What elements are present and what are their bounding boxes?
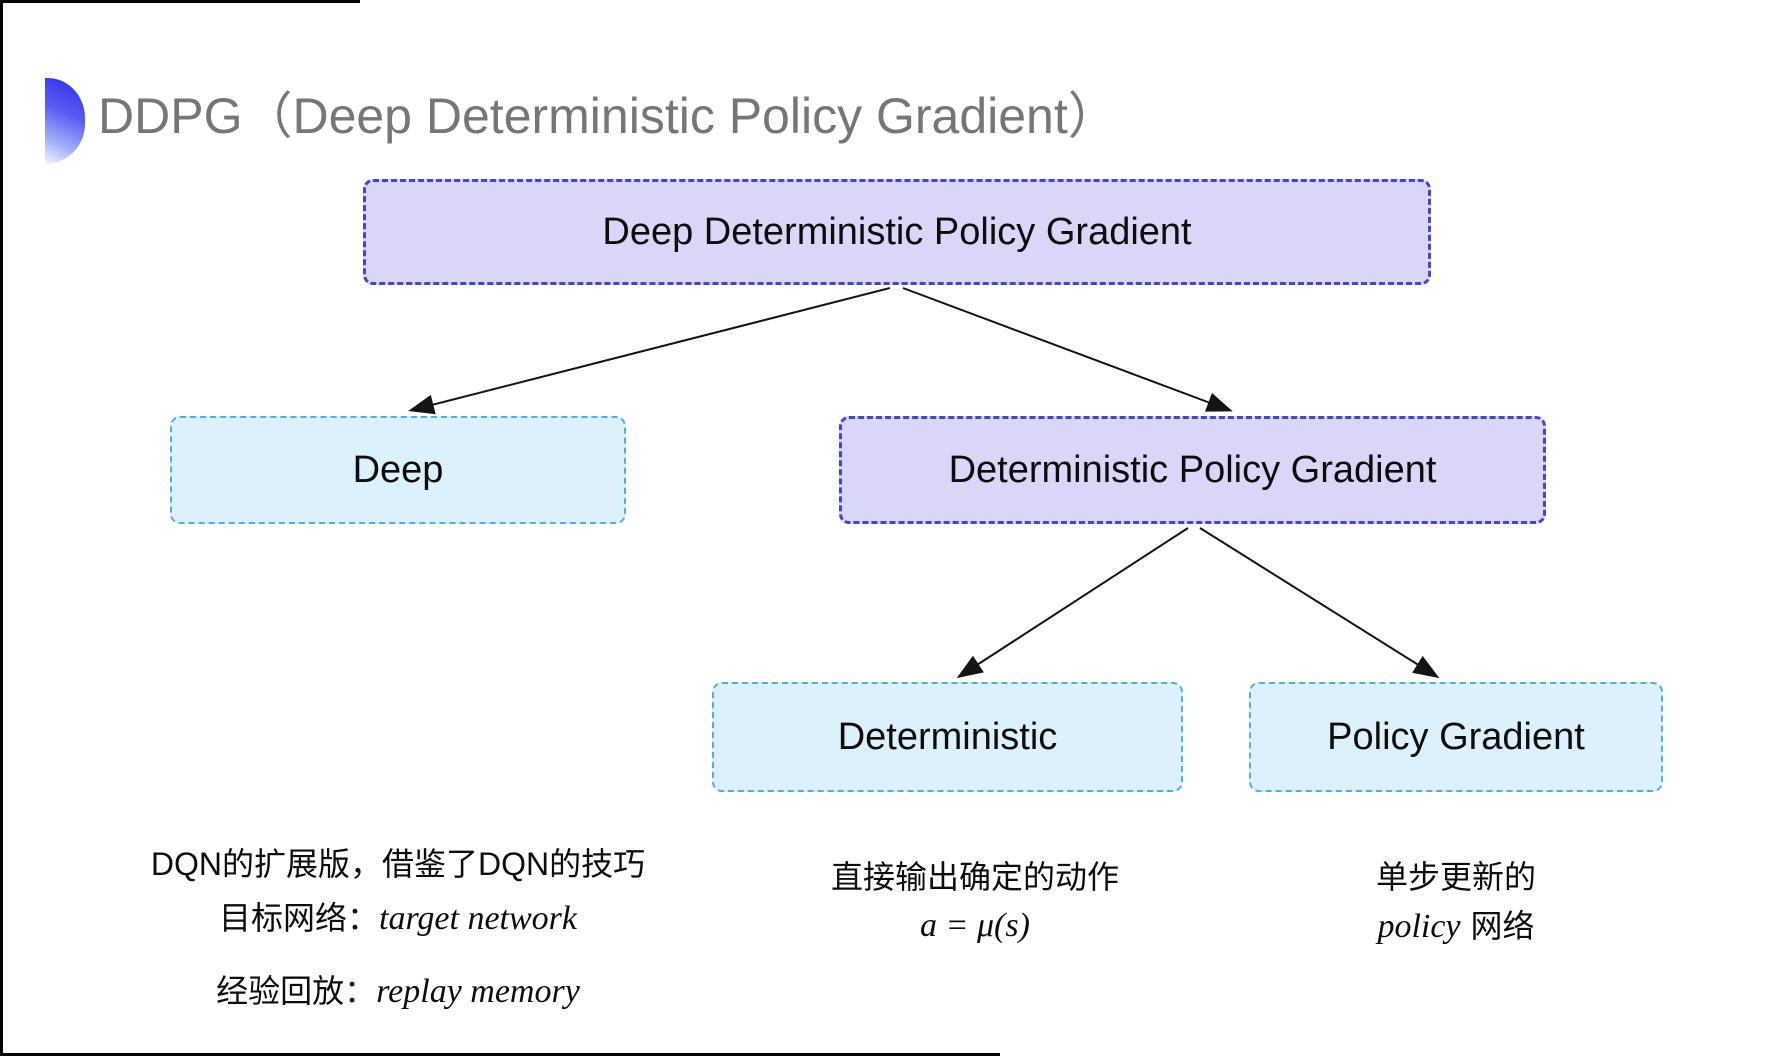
node-deterministic: Deterministic [712,682,1183,792]
notes-deterministic-line1: 直接输出确定的动作 [830,859,1119,895]
arrow-root-to-dpg [902,287,1233,412]
node-deterministic-policy-gradient: Deterministic Policy Gradient [839,416,1546,524]
screen-edge-top [0,0,360,3]
arrow-root-to-deep [408,287,891,415]
node-deterministic-label: Deterministic [837,715,1058,758]
node-deep-label: Deep [352,448,444,491]
node-deep: Deep [170,416,626,524]
arrow-dpg-to-deterministic [956,527,1189,679]
page-title: DDPG（Deep Deterministic Policy Gradient） [98,88,1118,144]
notes-policy-gradient-zh: 网络 [1470,908,1535,944]
notes-deep-row2-zh: 经验回放： [216,973,377,1009]
node-root: Deep Deterministic Policy Gradient [363,179,1431,285]
notes-deep-target-network-row: 目标网络：target network [138,897,658,946]
notes-policy-gradient-en: policy [1377,908,1461,945]
notes-policy-gradient-line1: 单步更新的 [1375,859,1536,895]
node-policy-gradient-label: Policy Gradient [1327,715,1585,758]
node-root-label: Deep Deterministic Policy Gradient [602,210,1192,253]
notes-deterministic-formula: a = μ(s) [920,907,1030,944]
notes-deep-row1-zh: 目标网络： [218,900,379,936]
notes-deep-row1-en: target network [379,900,577,937]
title-bullet-icon [45,78,85,164]
arrow-dpg-to-policy-gradient [1199,527,1440,679]
node-dpg-label: Deterministic Policy Gradient [948,448,1437,491]
screen-edge-left [0,0,3,1056]
notes-deterministic: 直接输出确定的动作 a = μ(s) [755,852,1195,947]
notes-deep-replay-memory-row: 经验回放：replay memory [138,970,658,1019]
notes-deep-row2-en: replay memory [376,973,580,1010]
notes-deep: DQN的扩展版，借鉴了DQN的技巧 目标网络：target network 经验… [138,843,658,1019]
screen-edge-bottom [0,1053,1000,1056]
notes-deep-line1: DQN的扩展版，借鉴了DQN的技巧 [150,846,646,882]
node-policy-gradient: Policy Gradient [1249,682,1663,792]
